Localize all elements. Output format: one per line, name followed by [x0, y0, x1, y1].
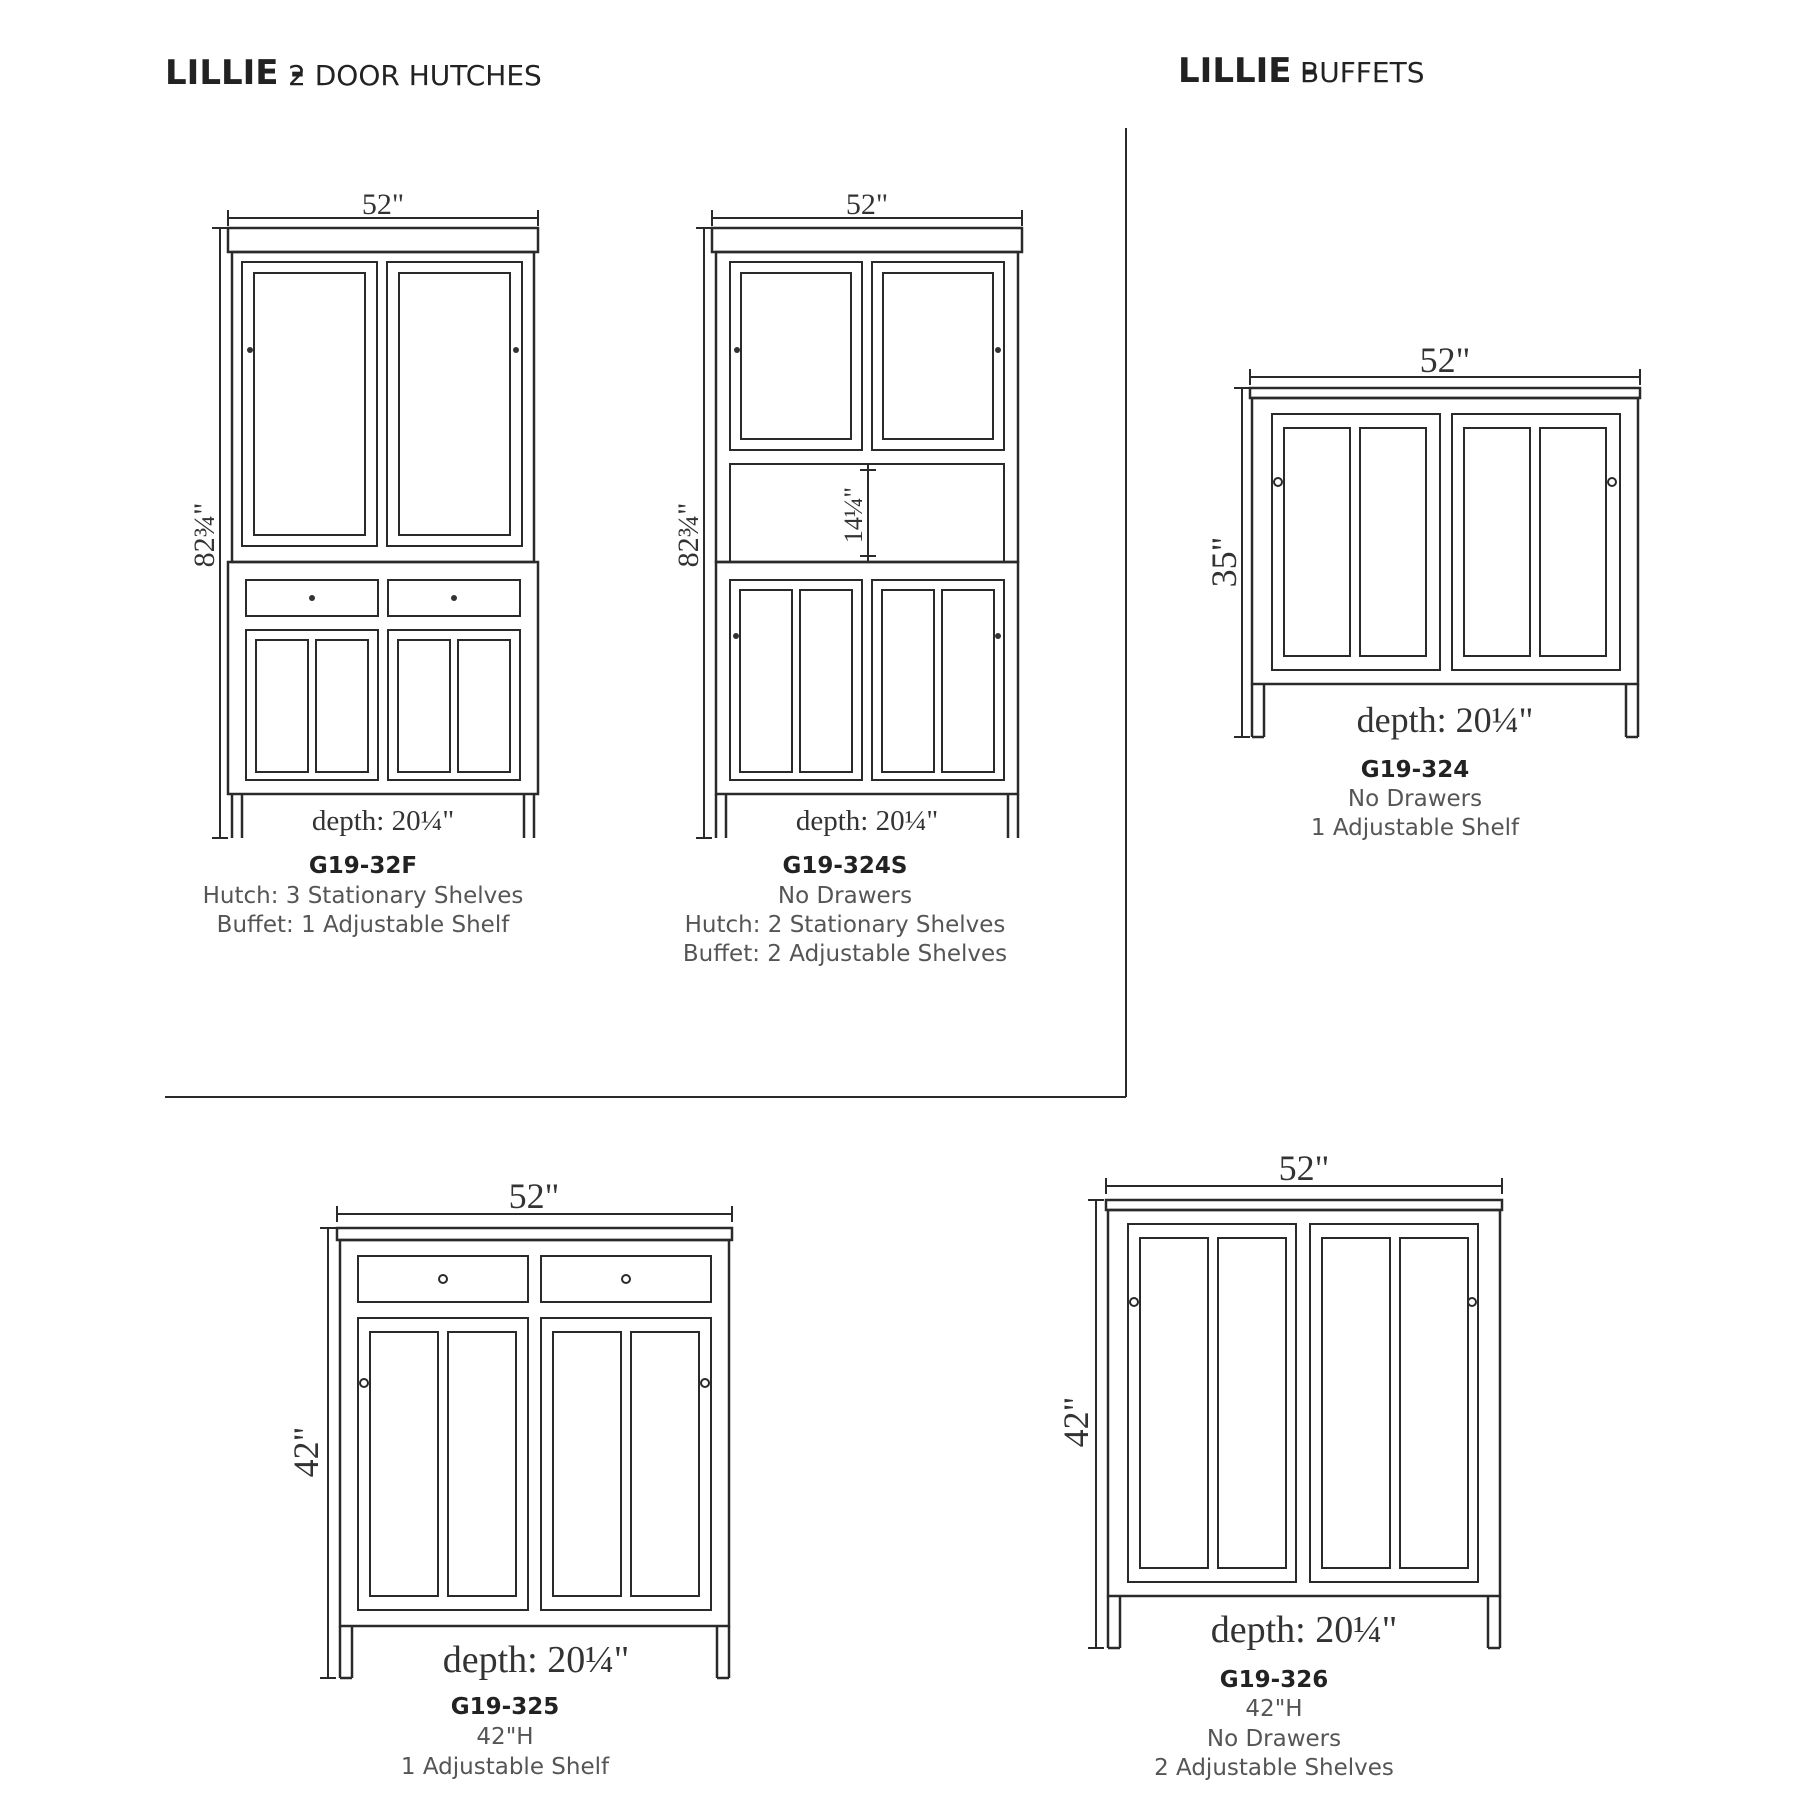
inner-height-label: 14¼": [839, 487, 868, 543]
model-number: G19-324: [1361, 757, 1469, 783]
height-dimension: 35": [1204, 387, 1250, 738]
width-label: 52": [509, 1176, 560, 1216]
hutches-header: LILLIE - 2 DOOR HUTCHES: [165, 53, 542, 93]
height-label: 82¾": [188, 503, 221, 568]
buffets-header: LILLIE - BUFFETS: [1178, 51, 1424, 91]
description-line-3: 2 Adjustable Shelves: [1154, 1755, 1394, 1781]
height-dimension: 82¾": [672, 227, 712, 839]
model-number: G19-32F: [309, 853, 417, 879]
cabinet-drawing: [1248, 386, 1642, 739]
cabinet-drawing: [1104, 1198, 1504, 1650]
depth-label: depth: 20¼": [1211, 1609, 1398, 1651]
cabinet-g19-324: 52" 35" depth: 20¼" G19-324: [1204, 340, 1642, 841]
description-line-1: No Drawers: [1348, 786, 1482, 812]
description-line-2: 1 Adjustable Shelf: [401, 1754, 610, 1780]
height-dimension: 82¾": [188, 227, 228, 839]
model-number: G19-324S: [782, 853, 907, 879]
model-number: G19-325: [451, 1694, 559, 1720]
depth-label: depth: 20¼": [1357, 700, 1534, 740]
hutches-brand: LILLIE -: [165, 53, 304, 93]
height-label: 35": [1204, 537, 1244, 588]
description-line-2: No Drawers: [1207, 1726, 1341, 1752]
height-label: 42": [286, 1427, 326, 1478]
height-label: 82¾": [672, 503, 705, 568]
width-dimension: 52": [227, 188, 539, 226]
height-dimension: 42": [286, 1227, 336, 1679]
width-dimension: 52": [336, 1176, 733, 1222]
cabinet-drawing: 14¼": [710, 226, 1024, 838]
buffets-brand: LILLIE -: [1178, 51, 1317, 91]
description-line-2: 1 Adjustable Shelf: [1311, 815, 1520, 841]
width-dimension: 52": [1105, 1148, 1503, 1194]
width-label: 52": [1420, 340, 1471, 380]
model-number: G19-326: [1220, 1667, 1328, 1693]
description-line-2: Hutch: 2 Stationary Shelves: [685, 912, 1006, 938]
width-dimension: 52": [711, 188, 1023, 226]
depth-label: depth: 20¼": [312, 805, 454, 837]
width-dimension: 52": [1249, 340, 1641, 385]
cabinet-g19-32f: 52" 82¾": [188, 188, 540, 938]
width-label: 52": [846, 188, 888, 221]
cabinet-drawing: [335, 1226, 734, 1680]
description-line-1: Hutch: 3 Stationary Shelves: [203, 883, 524, 909]
description-line-1: 42"H: [476, 1724, 533, 1750]
cabinet-g19-326: 52" 42" depth: 20¼" G19-326: [1056, 1148, 1504, 1781]
buffets-title: BUFFETS: [1300, 56, 1424, 89]
hutches-title: 2 DOOR HUTCHES: [288, 59, 542, 92]
cabinet-g19-324s: 52" 82¾" 14¼": [672, 188, 1024, 967]
description-line-2: Buffet: 1 Adjustable Shelf: [217, 912, 511, 938]
depth-label: depth: 20¼": [796, 805, 938, 837]
width-label: 52": [1279, 1148, 1330, 1188]
height-dimension: 42": [1056, 1199, 1104, 1649]
cabinet-drawing: [226, 226, 540, 838]
width-label: 52": [362, 188, 404, 221]
cabinet-g19-325: 52" 42": [286, 1176, 734, 1780]
description-line-3: Buffet: 2 Adjustable Shelves: [683, 941, 1007, 967]
description-line-1: 42"H: [1245, 1696, 1302, 1722]
depth-label: depth: 20¼": [443, 1639, 630, 1681]
height-label: 42": [1056, 1397, 1096, 1448]
description-line-1: No Drawers: [778, 883, 912, 909]
